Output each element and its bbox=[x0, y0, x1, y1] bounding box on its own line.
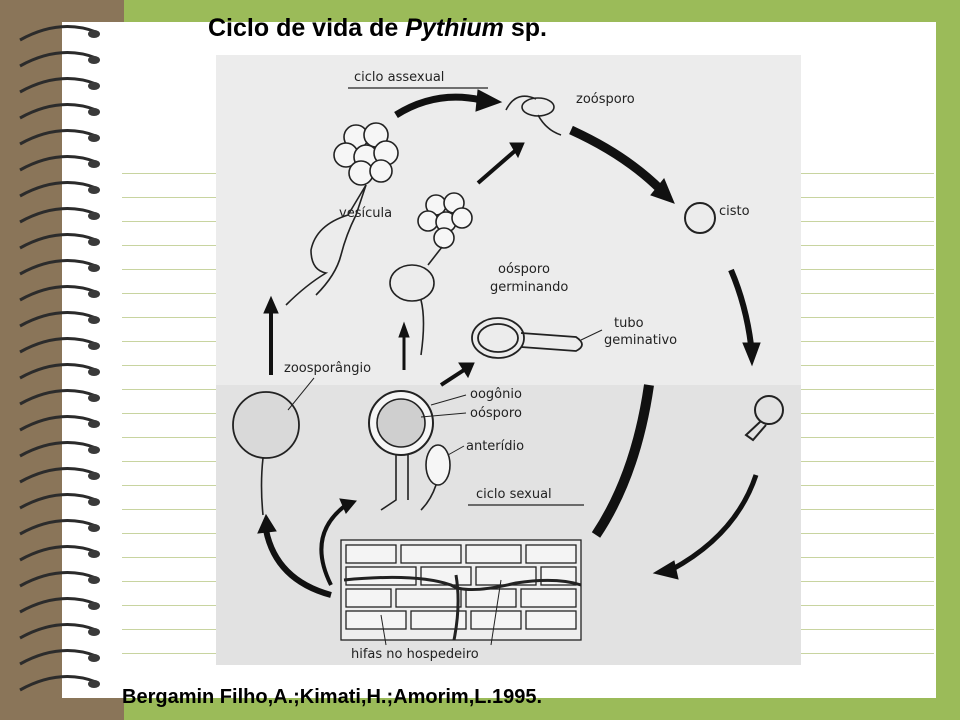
spiral-hole bbox=[88, 82, 100, 90]
spiral-ring bbox=[19, 103, 97, 120]
spiral-ring bbox=[19, 415, 97, 432]
germ-tube-label-line2: geminativo bbox=[604, 333, 677, 348]
oogonium-label: oogônio bbox=[470, 387, 522, 402]
spiral-ring bbox=[19, 259, 97, 276]
spiral-ring bbox=[19, 467, 97, 484]
spiral-ring bbox=[19, 77, 97, 94]
spiral-hole bbox=[88, 368, 100, 376]
asexual-cycle-heading: ciclo assexual bbox=[348, 70, 488, 89]
svg-text:ciclo assexual: ciclo assexual bbox=[354, 70, 444, 85]
spiral-hole bbox=[88, 56, 100, 64]
germinating-oospore-drawing bbox=[471, 317, 583, 359]
vesicle-cluster-drawing bbox=[285, 122, 399, 306]
svg-text:ciclo sexual: ciclo sexual bbox=[476, 487, 552, 502]
spiral-ring bbox=[19, 129, 97, 146]
spiral-ring bbox=[19, 597, 97, 614]
spiral-hole bbox=[88, 550, 100, 558]
spiral-hole bbox=[88, 446, 100, 454]
spiral-hole bbox=[88, 264, 100, 272]
host-tissue-drawing bbox=[340, 539, 582, 641]
spiral-ring bbox=[19, 51, 97, 68]
spiral-ring bbox=[19, 207, 97, 224]
spiral-hole bbox=[88, 30, 100, 38]
spiral-ring bbox=[19, 363, 97, 380]
spiral-hole bbox=[88, 524, 100, 532]
sexual-cycle-heading: ciclo sexual bbox=[468, 487, 584, 506]
spiral-ring bbox=[19, 545, 97, 562]
spiral-ring bbox=[19, 181, 97, 198]
oospore-label: oósporo bbox=[470, 406, 522, 421]
spiral-hole bbox=[88, 576, 100, 584]
spiral-hole bbox=[88, 602, 100, 610]
zoospore-drawing bbox=[505, 95, 562, 136]
spiral-ring bbox=[19, 441, 97, 458]
spiral-hole bbox=[88, 420, 100, 428]
zoosporangium-label: zoosporângio bbox=[284, 361, 371, 376]
spiral-binding bbox=[19, 25, 100, 692]
life-cycle-diagram: ciclo assexual zoósporo vesícula cisto o… bbox=[216, 55, 801, 665]
spiral-ring bbox=[19, 155, 97, 172]
spiral-ring bbox=[19, 389, 97, 406]
spiral-hole bbox=[88, 680, 100, 688]
spiral-ring bbox=[19, 233, 97, 250]
spiral-hole bbox=[88, 160, 100, 168]
antheridium-label: anterídio bbox=[466, 439, 524, 454]
germinating-cyst-drawing bbox=[744, 395, 784, 442]
spiral-ring bbox=[19, 311, 97, 328]
zoospore-label: zoósporo bbox=[576, 92, 635, 107]
spiral-ring bbox=[19, 649, 97, 666]
spiral-ring bbox=[19, 493, 97, 510]
spiral-hole bbox=[88, 238, 100, 246]
oogonium-drawing bbox=[368, 390, 451, 511]
spiral-ring bbox=[19, 25, 97, 42]
germ-tube-label-line1: tubo bbox=[614, 316, 644, 331]
spiral-hole bbox=[88, 212, 100, 220]
spiral-ring bbox=[19, 571, 97, 588]
spiral-hole bbox=[88, 186, 100, 194]
spiral-hole bbox=[88, 134, 100, 142]
slide-title: Ciclo de vida de Pythium sp. bbox=[208, 14, 547, 42]
spiral-hole bbox=[88, 628, 100, 636]
cyst-drawing bbox=[684, 202, 716, 234]
spiral-hole bbox=[88, 472, 100, 480]
cycle-arrows bbox=[257, 89, 761, 598]
vesicle-drawing bbox=[389, 192, 473, 356]
spiral-ring bbox=[19, 337, 97, 354]
spiral-ring bbox=[19, 285, 97, 302]
vesicle-label: vesícula bbox=[339, 206, 392, 221]
spiral-hole bbox=[88, 342, 100, 350]
spiral-hole bbox=[88, 108, 100, 116]
spiral-hole bbox=[88, 654, 100, 662]
spiral-hole bbox=[88, 394, 100, 402]
germinating-oospore-label-line2: germinando bbox=[490, 280, 568, 295]
spiral-ring bbox=[19, 675, 97, 692]
spiral-hole bbox=[88, 290, 100, 298]
spiral-ring bbox=[19, 623, 97, 640]
source-credit: Bergamin Filho,A.;Kimati,H.;Amorim,L.199… bbox=[122, 686, 543, 708]
germinating-oospore-label-line1: oósporo bbox=[498, 262, 550, 277]
cyst-label: cisto bbox=[719, 204, 750, 219]
host-hyphae-label: hifas no hospedeiro bbox=[351, 647, 479, 662]
spiral-hole bbox=[88, 498, 100, 506]
spiral-ring bbox=[19, 519, 97, 536]
zoosporangium-drawing bbox=[232, 391, 300, 516]
spiral-hole bbox=[88, 316, 100, 324]
